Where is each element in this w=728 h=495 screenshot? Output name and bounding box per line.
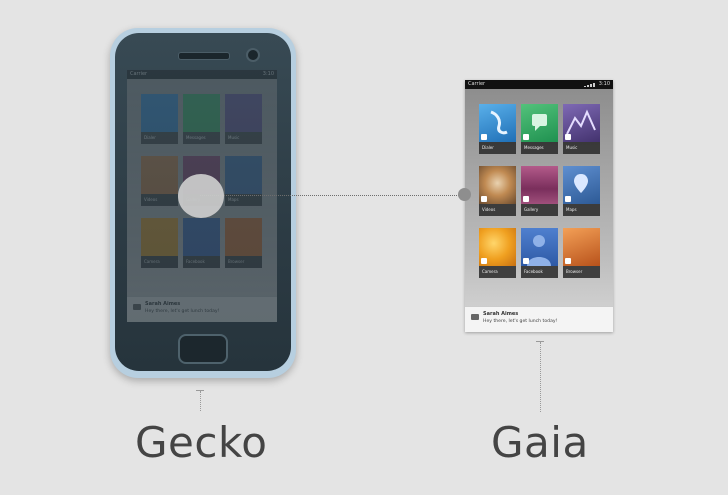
connector-line [200, 195, 465, 196]
app-tile-camera[interactable]: Camera [479, 228, 516, 278]
gecko-phone-screen: Carrier 3:10 Dialer Messages Music Video… [127, 70, 277, 322]
notification-banner[interactable]: Sarah Aimes Hey there, let's get lunch t… [465, 306, 613, 332]
gecko-app-label: Music [225, 132, 262, 144]
gaia-tick-cap [536, 341, 544, 342]
app-label-facebook: Facebook [521, 266, 558, 278]
app-tile-videos[interactable]: Videos [479, 166, 516, 216]
gaia-tick-line [540, 342, 541, 412]
app-tile-facebook[interactable]: Facebook [521, 228, 558, 278]
message-badge-icon [523, 134, 529, 140]
gecko-app-tile: Browser [225, 218, 262, 268]
gecko-notification-body: Hey there, let's get lunch today! [145, 309, 220, 314]
home-button[interactable] [178, 334, 228, 364]
gecko-tick-line [200, 391, 201, 411]
gaia-label: Gaia [491, 418, 589, 467]
video-badge-icon [481, 196, 487, 202]
gecko-app-label: Messages [183, 132, 220, 144]
messages-glyph [532, 114, 547, 131]
gecko-app-tile: Maps [225, 156, 262, 206]
gecko-app-tile: Camera [141, 218, 178, 268]
gecko-status-bar: Carrier 3:10 [127, 70, 277, 79]
gecko-status-carrier: Carrier [130, 71, 148, 77]
app-label-gallery: Gallery [521, 204, 558, 216]
chat-bubble-icon [133, 304, 141, 310]
app-tile-browser[interactable]: Browser [563, 228, 600, 278]
phone-speaker [178, 52, 230, 60]
gaia-status-carrier: Carrier [468, 81, 486, 87]
gecko-label: Gecko [135, 418, 268, 467]
app-tile-maps[interactable]: Maps [563, 166, 600, 216]
page-indicator[interactable] [529, 295, 547, 310]
dialer-glyph [490, 110, 508, 135]
gecko-app-label: Maps [225, 194, 262, 206]
gecko-notification: Sarah Aimes Hey there, let's get lunch t… [127, 296, 277, 322]
gecko-app-label: Camera [141, 256, 178, 268]
gecko-app-tile: Messages [183, 94, 220, 144]
gallery-badge-icon [523, 196, 529, 202]
app-label-maps: Maps [563, 204, 600, 216]
app-label-dialer: Dialer [479, 142, 516, 154]
camera-badge-icon [481, 258, 487, 264]
gaia-connector-dot [458, 188, 471, 201]
gecko-app-tile: Dialer [141, 94, 178, 144]
maps-icon [563, 166, 600, 204]
app-label-camera: Camera [479, 266, 516, 278]
touch-point-circle [178, 174, 224, 218]
globe-badge-icon [565, 258, 571, 264]
app-label-videos: Videos [479, 204, 516, 216]
contact-silhouette-glyph [527, 235, 551, 266]
gecko-notification-title: Sarah Aimes [145, 301, 181, 307]
gecko-app-label: Videos [141, 194, 178, 206]
notification-body: Hey there, let's get lunch today! [483, 319, 558, 324]
notification-title: Sarah Aimes [483, 311, 519, 317]
app-label-music: Music [563, 142, 600, 154]
phone-camera-icon [246, 48, 260, 62]
signal-icon [584, 83, 596, 87]
facebook-badge-icon [523, 258, 529, 264]
chat-bubble-icon [471, 314, 479, 320]
app-label-messages: Messages [521, 142, 558, 154]
map-pin-glyph [574, 174, 588, 193]
gaia-status-bar: Carrier 3:10 [465, 80, 613, 89]
app-tile-messages[interactable]: Messages [521, 104, 558, 154]
gecko-status-time: 3:10 [262, 71, 274, 77]
gaia-screen: Carrier 3:10 Dialer Messages Music Video… [465, 80, 613, 332]
gecko-tick-cap [196, 390, 204, 391]
gecko-app-tile: Music [225, 94, 262, 144]
gecko-app-label: Dialer [141, 132, 178, 144]
app-tile-gallery[interactable]: Gallery [521, 166, 558, 216]
music-glyph [566, 109, 596, 135]
gecko-app-label: Browser [225, 256, 262, 268]
app-tile-dialer[interactable]: Dialer [479, 104, 516, 154]
note-badge-icon [565, 134, 571, 140]
app-tile-music[interactable]: Music [563, 104, 600, 154]
gecko-app-label: Facebook [183, 256, 220, 268]
app-label-browser: Browser [563, 266, 600, 278]
phone-badge-icon [481, 134, 487, 140]
gecko-app-tile: Facebook [183, 218, 220, 268]
facebook-icon [521, 228, 558, 266]
gaia-status-time: 3:10 [598, 81, 610, 87]
maps-badge-icon [565, 196, 571, 202]
gecko-app-tile: Videos [141, 156, 178, 206]
